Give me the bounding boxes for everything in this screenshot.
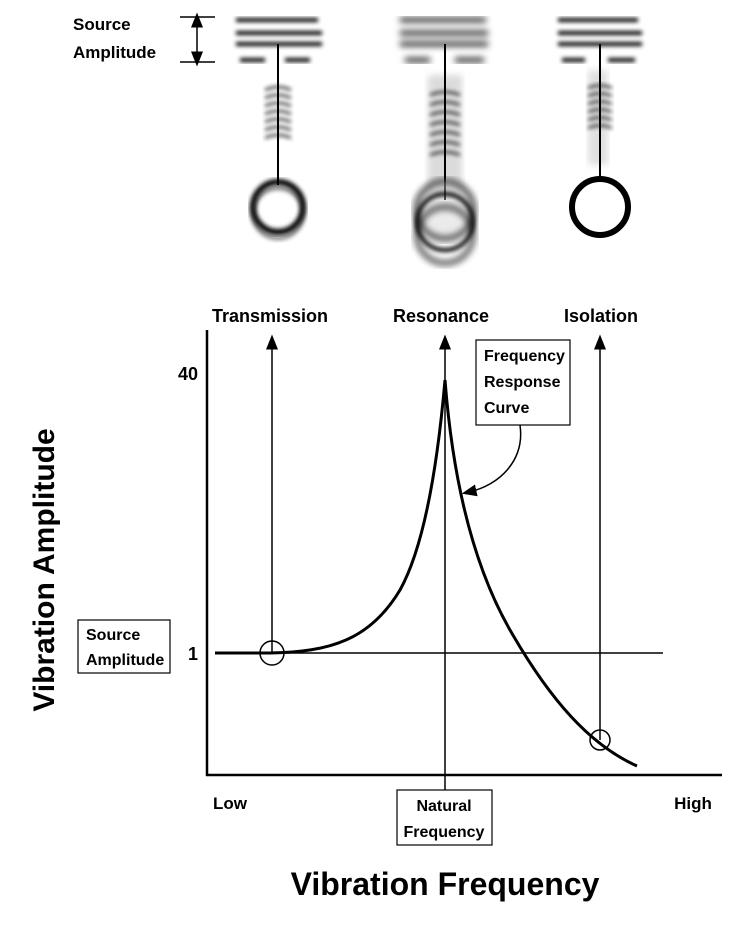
- x-low: Low: [213, 794, 248, 813]
- isolation-marker: [589, 729, 611, 751]
- y-axis-title: Vibration Amplitude: [28, 428, 61, 711]
- natural-frequency-box: Natural Frequency: [396, 789, 493, 846]
- x-high: High: [674, 794, 712, 813]
- label-resonance: Resonance: [393, 306, 489, 326]
- transmission-figure: [236, 18, 322, 240]
- svg-text:Frequency: Frequency: [404, 824, 485, 841]
- label-transmission: Transmission: [212, 306, 328, 326]
- svg-text:Frequency: Frequency: [484, 348, 565, 365]
- svg-text:Curve: Curve: [484, 400, 529, 417]
- y-tick-1: 1: [188, 644, 198, 664]
- source-amplitude-indicator: [180, 12, 215, 67]
- svg-text:Natural: Natural: [416, 798, 471, 815]
- svg-text:Response: Response: [484, 374, 561, 391]
- source-amplitude-box: Source Amplitude: [77, 619, 171, 674]
- frequency-response-box: Frequency Response Curve: [475, 339, 571, 426]
- top-source-label-2: Amplitude: [73, 43, 156, 62]
- transmission-marker: [259, 640, 285, 666]
- curve-pointer-arrow: [461, 424, 522, 497]
- y-tick-40: 40: [178, 364, 198, 384]
- resonance-figure: [400, 18, 488, 266]
- svg-text:Amplitude: Amplitude: [86, 652, 164, 669]
- frequency-response-curve: [215, 379, 638, 768]
- svg-text:Source: Source: [86, 627, 140, 644]
- top-source-label-1: Source: [73, 15, 131, 34]
- isolation-figure: [558, 18, 642, 238]
- label-isolation: Isolation: [564, 306, 638, 326]
- x-axis-title: Vibration Frequency: [291, 866, 600, 902]
